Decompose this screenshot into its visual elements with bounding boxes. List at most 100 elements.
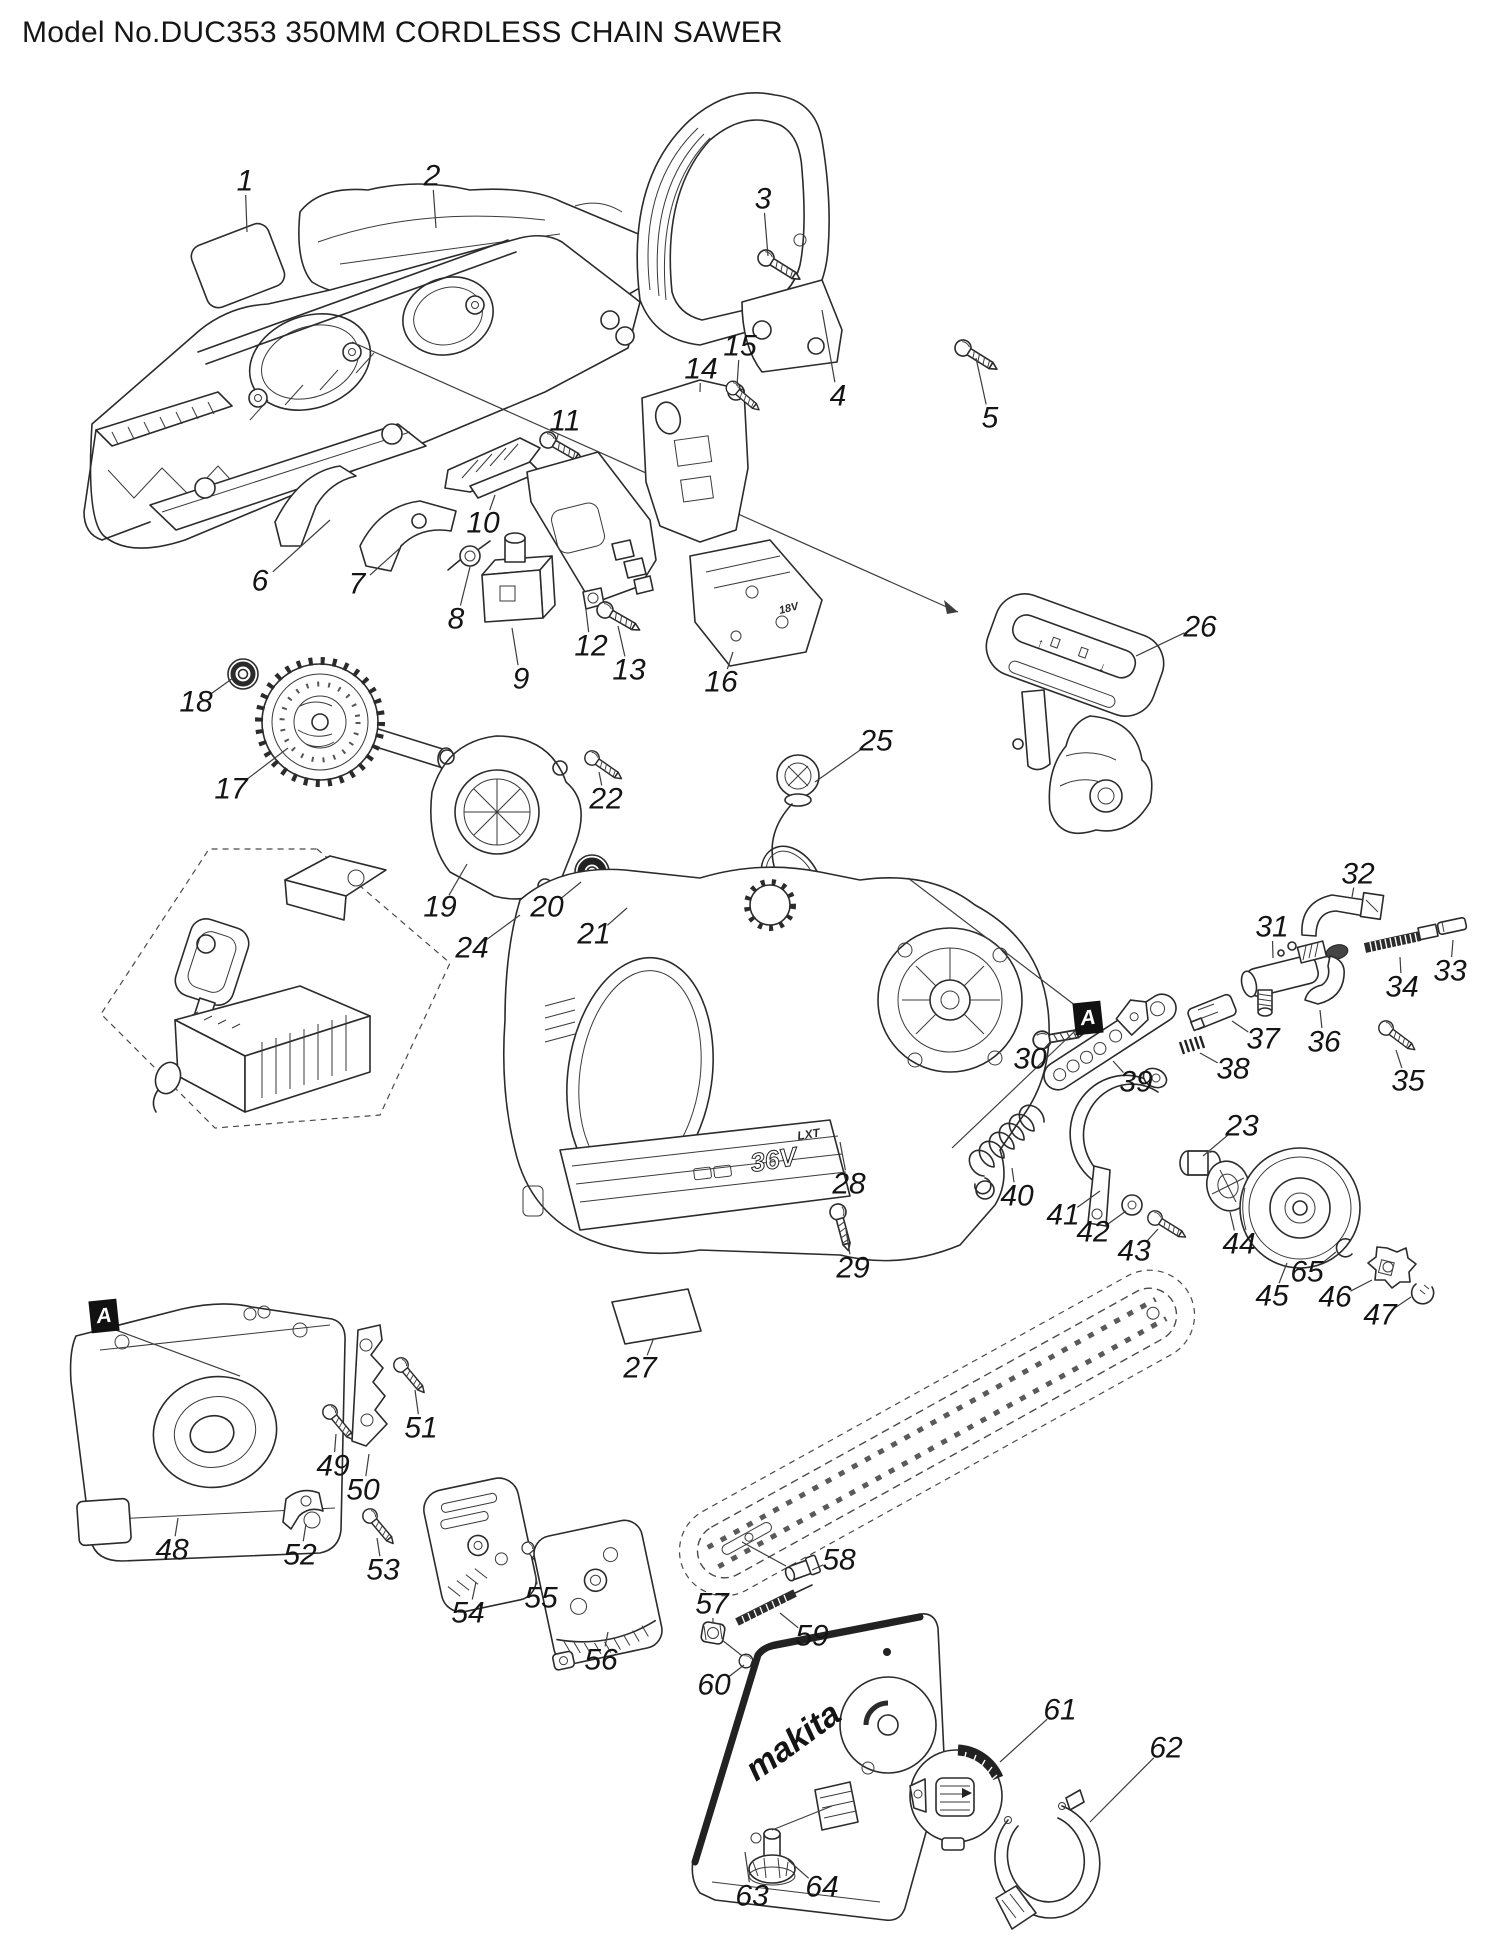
part-washer-42 bbox=[1121, 1194, 1143, 1216]
callout-leader-65 bbox=[1320, 1251, 1337, 1265]
part-brake-spring-40 bbox=[968, 1104, 1045, 1195]
callout-leader-58 bbox=[811, 1564, 824, 1571]
callout-leader-8 bbox=[459, 566, 471, 606]
callout-leader-12 bbox=[585, 609, 590, 633]
part-lock-off-lever-6 bbox=[274, 465, 357, 547]
callout-leader-39 bbox=[1112, 1060, 1124, 1073]
part-sprocket-cover-63: makita bbox=[691, 1612, 946, 1922]
callout-number-30: 30 bbox=[1013, 1043, 1047, 1076]
part-cable-33-34 bbox=[1363, 916, 1468, 953]
part-callout-23: 23 bbox=[1202, 1110, 1259, 1157]
part-callout-12: 12 bbox=[574, 609, 608, 663]
callout-leader-23 bbox=[1202, 1134, 1229, 1157]
callout-leader-20 bbox=[560, 881, 582, 900]
detail-leader-a2 bbox=[115, 1329, 241, 1377]
part-callout-42: 42 bbox=[1076, 1210, 1127, 1249]
callout-number-23: 23 bbox=[1224, 1110, 1259, 1143]
part-brake-band-41 bbox=[1069, 1067, 1168, 1227]
callout-leader-33 bbox=[1451, 939, 1454, 958]
part-screw-51 bbox=[390, 1354, 431, 1398]
lock-icon bbox=[1077, 646, 1089, 659]
part-callout-58: 58 bbox=[811, 1544, 856, 1577]
part-callout-11: 11 bbox=[549, 405, 581, 443]
callout-leader-53 bbox=[376, 1537, 381, 1557]
callout-leader-49 bbox=[333, 1433, 337, 1453]
callout-number-5: 5 bbox=[982, 402, 999, 435]
part-callout-51: 51 bbox=[404, 1389, 438, 1445]
callout-number-7: 7 bbox=[349, 568, 367, 601]
part-callout-4: 4 bbox=[821, 309, 847, 413]
part-callout-22: 22 bbox=[588, 771, 623, 816]
part-housing-frame-2 bbox=[83, 234, 641, 549]
callout-number-52: 52 bbox=[283, 1539, 317, 1572]
svg-text:A: A bbox=[1078, 1006, 1096, 1031]
callout-leader-38 bbox=[1199, 1052, 1218, 1064]
callout-leader-16 bbox=[726, 651, 734, 670]
callout-number-20: 20 bbox=[529, 891, 564, 924]
part-chain-catcher-52 bbox=[282, 1489, 324, 1530]
part-callout-59: 59 bbox=[779, 1612, 829, 1653]
callout-number-25: 25 bbox=[858, 725, 893, 758]
page-title: Model No.DUC353 350MM CORDLESS CHAIN SAW… bbox=[22, 16, 783, 49]
callout-number-58: 58 bbox=[822, 1544, 856, 1577]
part-square-nut-57 bbox=[700, 1621, 726, 1645]
part-name-plate-1 bbox=[190, 222, 286, 309]
callout-leader-59 bbox=[779, 1612, 799, 1629]
callout-leader-19 bbox=[448, 863, 468, 896]
part-callout-54: 54 bbox=[451, 1581, 485, 1630]
callout-number-21: 21 bbox=[576, 918, 610, 951]
part-trigger-lever-7 bbox=[359, 500, 457, 572]
part-callout-41: 41 bbox=[1046, 1190, 1101, 1232]
callout-leader-46 bbox=[1350, 1279, 1373, 1292]
callout-leader-10 bbox=[489, 494, 496, 511]
callout-number-24: 24 bbox=[454, 932, 488, 965]
part-callout-16: 16 bbox=[704, 651, 738, 699]
callout-number-9: 9 bbox=[513, 663, 530, 696]
part-callout-26: 26 bbox=[1135, 611, 1217, 657]
part-callout-15: 15 bbox=[723, 330, 757, 387]
callout-leader-64 bbox=[787, 1859, 810, 1879]
callout-number-31: 31 bbox=[1255, 911, 1288, 944]
part-sprocket-46 bbox=[1367, 1246, 1417, 1289]
part-callout-29: 29 bbox=[835, 1229, 870, 1285]
callout-leader-25 bbox=[814, 748, 863, 783]
callout-number-41: 41 bbox=[1046, 1199, 1079, 1232]
callout-number-44: 44 bbox=[1222, 1228, 1255, 1261]
part-callout-35: 35 bbox=[1391, 1049, 1425, 1098]
callout-number-37: 37 bbox=[1246, 1023, 1281, 1056]
callout-number-55: 55 bbox=[524, 1582, 558, 1615]
part-callout-33: 33 bbox=[1433, 939, 1467, 988]
callout-number-64: 64 bbox=[805, 1871, 838, 1904]
callout-number-11: 11 bbox=[549, 405, 580, 438]
callout-leader-18 bbox=[209, 677, 234, 695]
part-callout-63: 63 bbox=[735, 1851, 769, 1913]
part-callout-64: 64 bbox=[787, 1859, 839, 1904]
callout-number-60: 60 bbox=[697, 1669, 731, 1702]
callout-number-62: 62 bbox=[1149, 1732, 1183, 1765]
part-clutch-drum-45 bbox=[1239, 1147, 1361, 1269]
callout-number-4: 4 bbox=[830, 380, 847, 413]
callout-number-28: 28 bbox=[831, 1168, 866, 1201]
callout-leader-17 bbox=[244, 747, 289, 782]
callout-leader-28 bbox=[839, 1141, 847, 1171]
part-switch-housing-12 bbox=[526, 451, 657, 610]
part-screw-43 bbox=[1144, 1207, 1191, 1244]
part-callout-45: 45 bbox=[1255, 1262, 1289, 1313]
callout-number-53: 53 bbox=[366, 1554, 400, 1587]
part-callout-61: 61 bbox=[999, 1694, 1077, 1763]
callout-number-14: 14 bbox=[684, 353, 717, 386]
part-callout-13: 13 bbox=[612, 625, 646, 687]
callout-number-22: 22 bbox=[588, 783, 623, 816]
part-washer-65 bbox=[1335, 1237, 1353, 1258]
callout-number-46: 46 bbox=[1318, 1281, 1352, 1314]
callout-leader-60 bbox=[727, 1664, 745, 1678]
callout-leader-24 bbox=[485, 914, 521, 941]
callout-number-36: 36 bbox=[1307, 1026, 1341, 1059]
part-screw-35 bbox=[1375, 1017, 1420, 1057]
callout-leader-61 bbox=[999, 1718, 1048, 1763]
part-callout-49: 49 bbox=[316, 1433, 350, 1483]
part-terminal-plate-16: 18V bbox=[689, 539, 823, 667]
callout-number-43: 43 bbox=[1117, 1235, 1151, 1268]
callout-number-54: 54 bbox=[451, 1597, 484, 1630]
